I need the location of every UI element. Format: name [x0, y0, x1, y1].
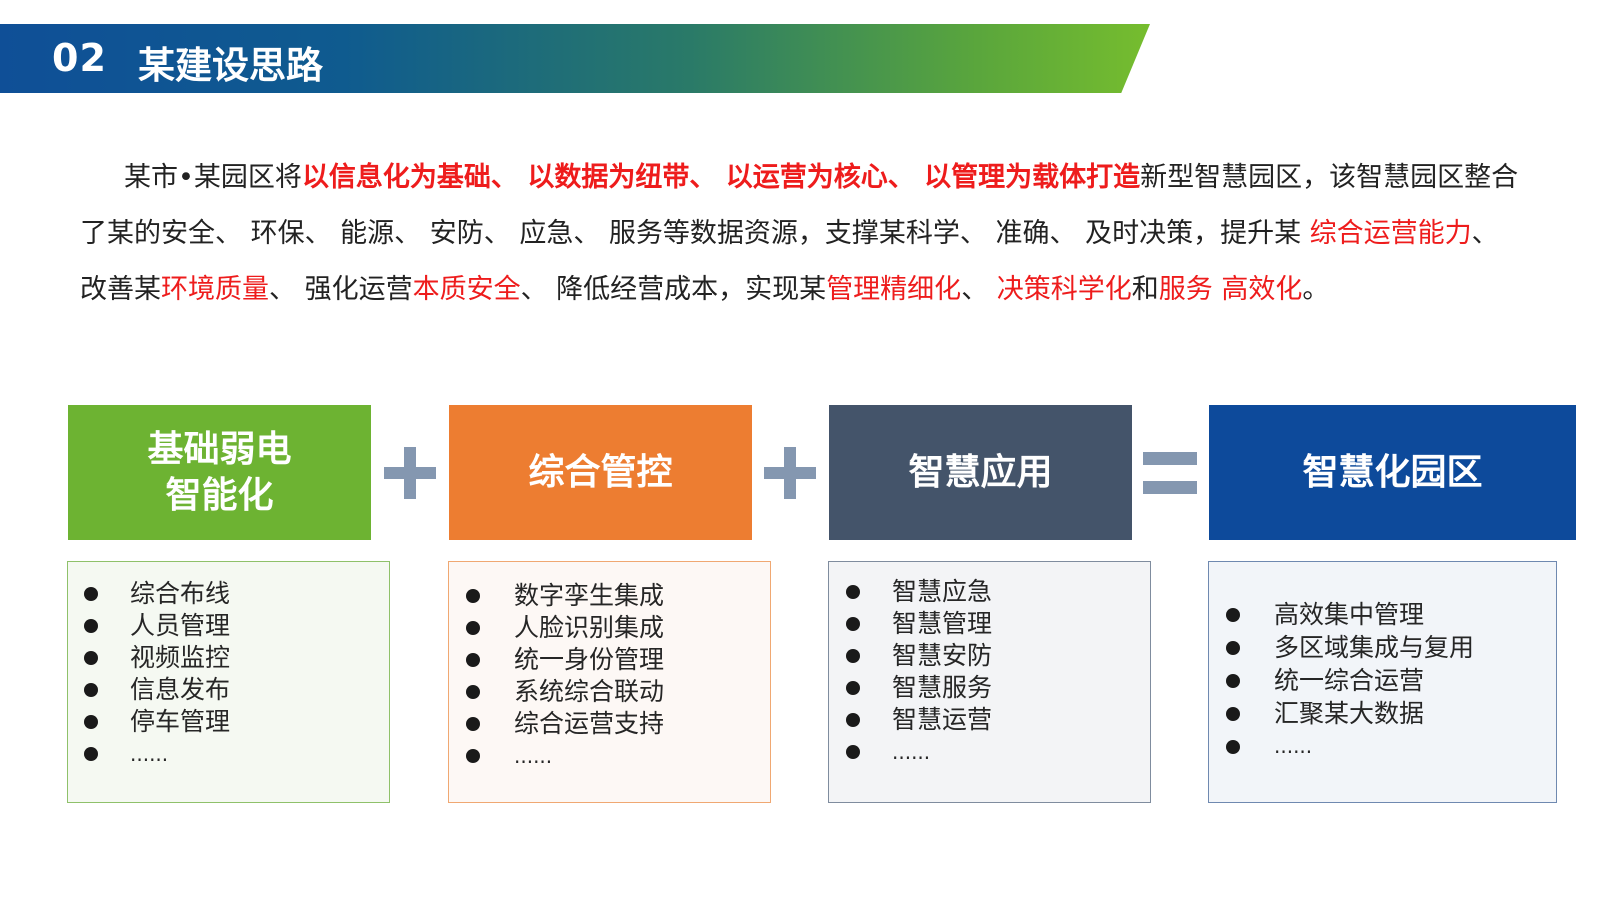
detail-box-smart-park: 高效集中管理 多区域集成与复用 统一综合运营 汇聚某大数据 ...... — [1208, 561, 1557, 803]
plus-operator — [380, 405, 440, 540]
list-item: 智慧服务 — [846, 672, 992, 704]
bullet-icon — [466, 589, 480, 603]
box-smart-park: 智慧化园区 — [1209, 405, 1576, 540]
list-item: 智慧管理 — [846, 608, 992, 640]
plus-operator — [760, 405, 820, 540]
intro-text: 、 改善某 — [80, 218, 1499, 305]
list-item: ...... — [846, 736, 992, 768]
list-item: 系统综合联动 — [466, 676, 664, 708]
bullet-icon — [1226, 706, 1240, 721]
bullet-icon — [846, 713, 860, 727]
intro-paragraph: 某市•某园区将以信息化为基础、 以数据为纽带、 以运营为核心、 以管理为载体打造… — [80, 150, 1520, 318]
intro-highlight: 综合运营能力 — [1309, 218, 1472, 249]
intro-text: 。 — [1302, 274, 1330, 305]
list-item: 综合布线 — [84, 578, 230, 610]
detail-box-application: 智慧应急 智慧管理 智慧安防 智慧服务 智慧运营 ...... — [828, 561, 1151, 803]
box-title: 智能化 — [165, 474, 274, 516]
box-title: 智慧化园区 — [1302, 451, 1483, 493]
list-item: 停车管理 — [84, 706, 230, 738]
list-item: ...... — [466, 740, 664, 772]
list-item: 统一综合运营 — [1226, 664, 1474, 697]
list-item: 数字孪生集成 — [466, 580, 664, 612]
bullet-icon — [84, 715, 98, 729]
bullet-icon — [466, 749, 480, 763]
list-item: 人员管理 — [84, 610, 230, 642]
bullet-icon — [84, 683, 98, 697]
bullet-icon — [1226, 673, 1240, 688]
bullet-icon — [1226, 607, 1240, 622]
list-item: 多区域集成与复用 — [1226, 631, 1474, 664]
bullet-icon — [846, 617, 860, 631]
bullet-icon — [466, 621, 480, 635]
bullet-icon — [84, 651, 98, 665]
intro-text: 、 降低经营成本，实现某 — [520, 274, 827, 305]
bullet-icon — [466, 653, 480, 667]
intro-highlight: 环境质量 — [161, 274, 269, 305]
intro-highlight: 本质安全 — [412, 274, 521, 305]
box-basic-weak-current: 基础弱电 智能化 — [68, 405, 371, 540]
intro-highlight: 以信息化为基础、 以数据为纽带、 以运营为核心、 以管理为载体打造 — [301, 162, 1141, 193]
list-item: 视频监控 — [84, 642, 230, 674]
detail-box-control: 数字孪生集成 人脸识别集成 统一身份管理 系统综合联动 综合运营支持 .....… — [448, 561, 771, 803]
page-title: 某建设思路 — [138, 44, 323, 87]
bullet-icon — [846, 745, 860, 759]
list-item: ...... — [84, 738, 230, 770]
box-title: 智慧应用 — [908, 451, 1053, 493]
list-item: 智慧运营 — [846, 704, 992, 736]
equals-icon — [1143, 451, 1197, 494]
intro-highlight: 决策科学化 — [996, 274, 1132, 305]
bullet-icon — [846, 585, 860, 599]
bullet-icon — [466, 717, 480, 731]
bullet-icon — [846, 649, 860, 663]
bullet-icon — [84, 747, 98, 761]
equals-operator — [1140, 405, 1200, 540]
list-item: 信息发布 — [84, 674, 230, 706]
intro-text: 新型智慧园区，该智慧园区整合了某的安全、 环保、 能源、 安防、 应急、 服务等… — [80, 162, 1519, 249]
list-item: ...... — [1226, 730, 1474, 763]
list-item: 汇聚某大数据 — [1226, 697, 1474, 730]
detail-box-basic: 综合布线 人员管理 视频监控 信息发布 停车管理 ...... — [67, 561, 390, 803]
box-title: 基础弱电 — [147, 428, 292, 470]
intro-text: 、 强化运营 — [269, 274, 413, 305]
list-item: 高效集中管理 — [1226, 598, 1474, 631]
list-item: 智慧应急 — [846, 576, 992, 608]
bullet-icon — [1226, 640, 1240, 655]
bullet-icon — [846, 681, 860, 695]
intro-text: 、 — [961, 274, 997, 305]
list-item: 人脸识别集成 — [466, 612, 664, 644]
detail-list: 智慧应急 智慧管理 智慧安防 智慧服务 智慧运营 ...... — [846, 576, 992, 768]
detail-list: 综合布线 人员管理 视频监控 信息发布 停车管理 ...... — [84, 578, 230, 770]
list-item: 综合运营支持 — [466, 708, 664, 740]
bullet-icon — [466, 685, 480, 699]
box-integrated-control: 综合管控 — [449, 405, 752, 540]
list-item: 统一身份管理 — [466, 644, 664, 676]
box-title: 综合管控 — [528, 451, 673, 493]
bullet-icon — [1226, 739, 1240, 754]
intro-highlight: 服务 高效化 — [1158, 274, 1303, 305]
box-smart-application: 智慧应用 — [829, 405, 1132, 540]
plus-icon — [384, 446, 436, 499]
bullet-icon — [84, 619, 98, 633]
section-number: 02 — [52, 36, 107, 80]
title-banner — [0, 24, 1150, 93]
bullet-icon — [84, 587, 98, 601]
detail-list: 高效集中管理 多区域集成与复用 统一综合运营 汇聚某大数据 ...... — [1226, 598, 1474, 763]
detail-list: 数字孪生集成 人脸识别集成 统一身份管理 系统综合联动 综合运营支持 .....… — [466, 580, 664, 772]
intro-highlight: 管理精细化 — [826, 274, 962, 305]
list-item: 智慧安防 — [846, 640, 992, 672]
plus-icon — [764, 446, 816, 499]
intro-text: 某市•某园区将 — [124, 162, 302, 193]
intro-text: 和 — [1131, 274, 1159, 305]
